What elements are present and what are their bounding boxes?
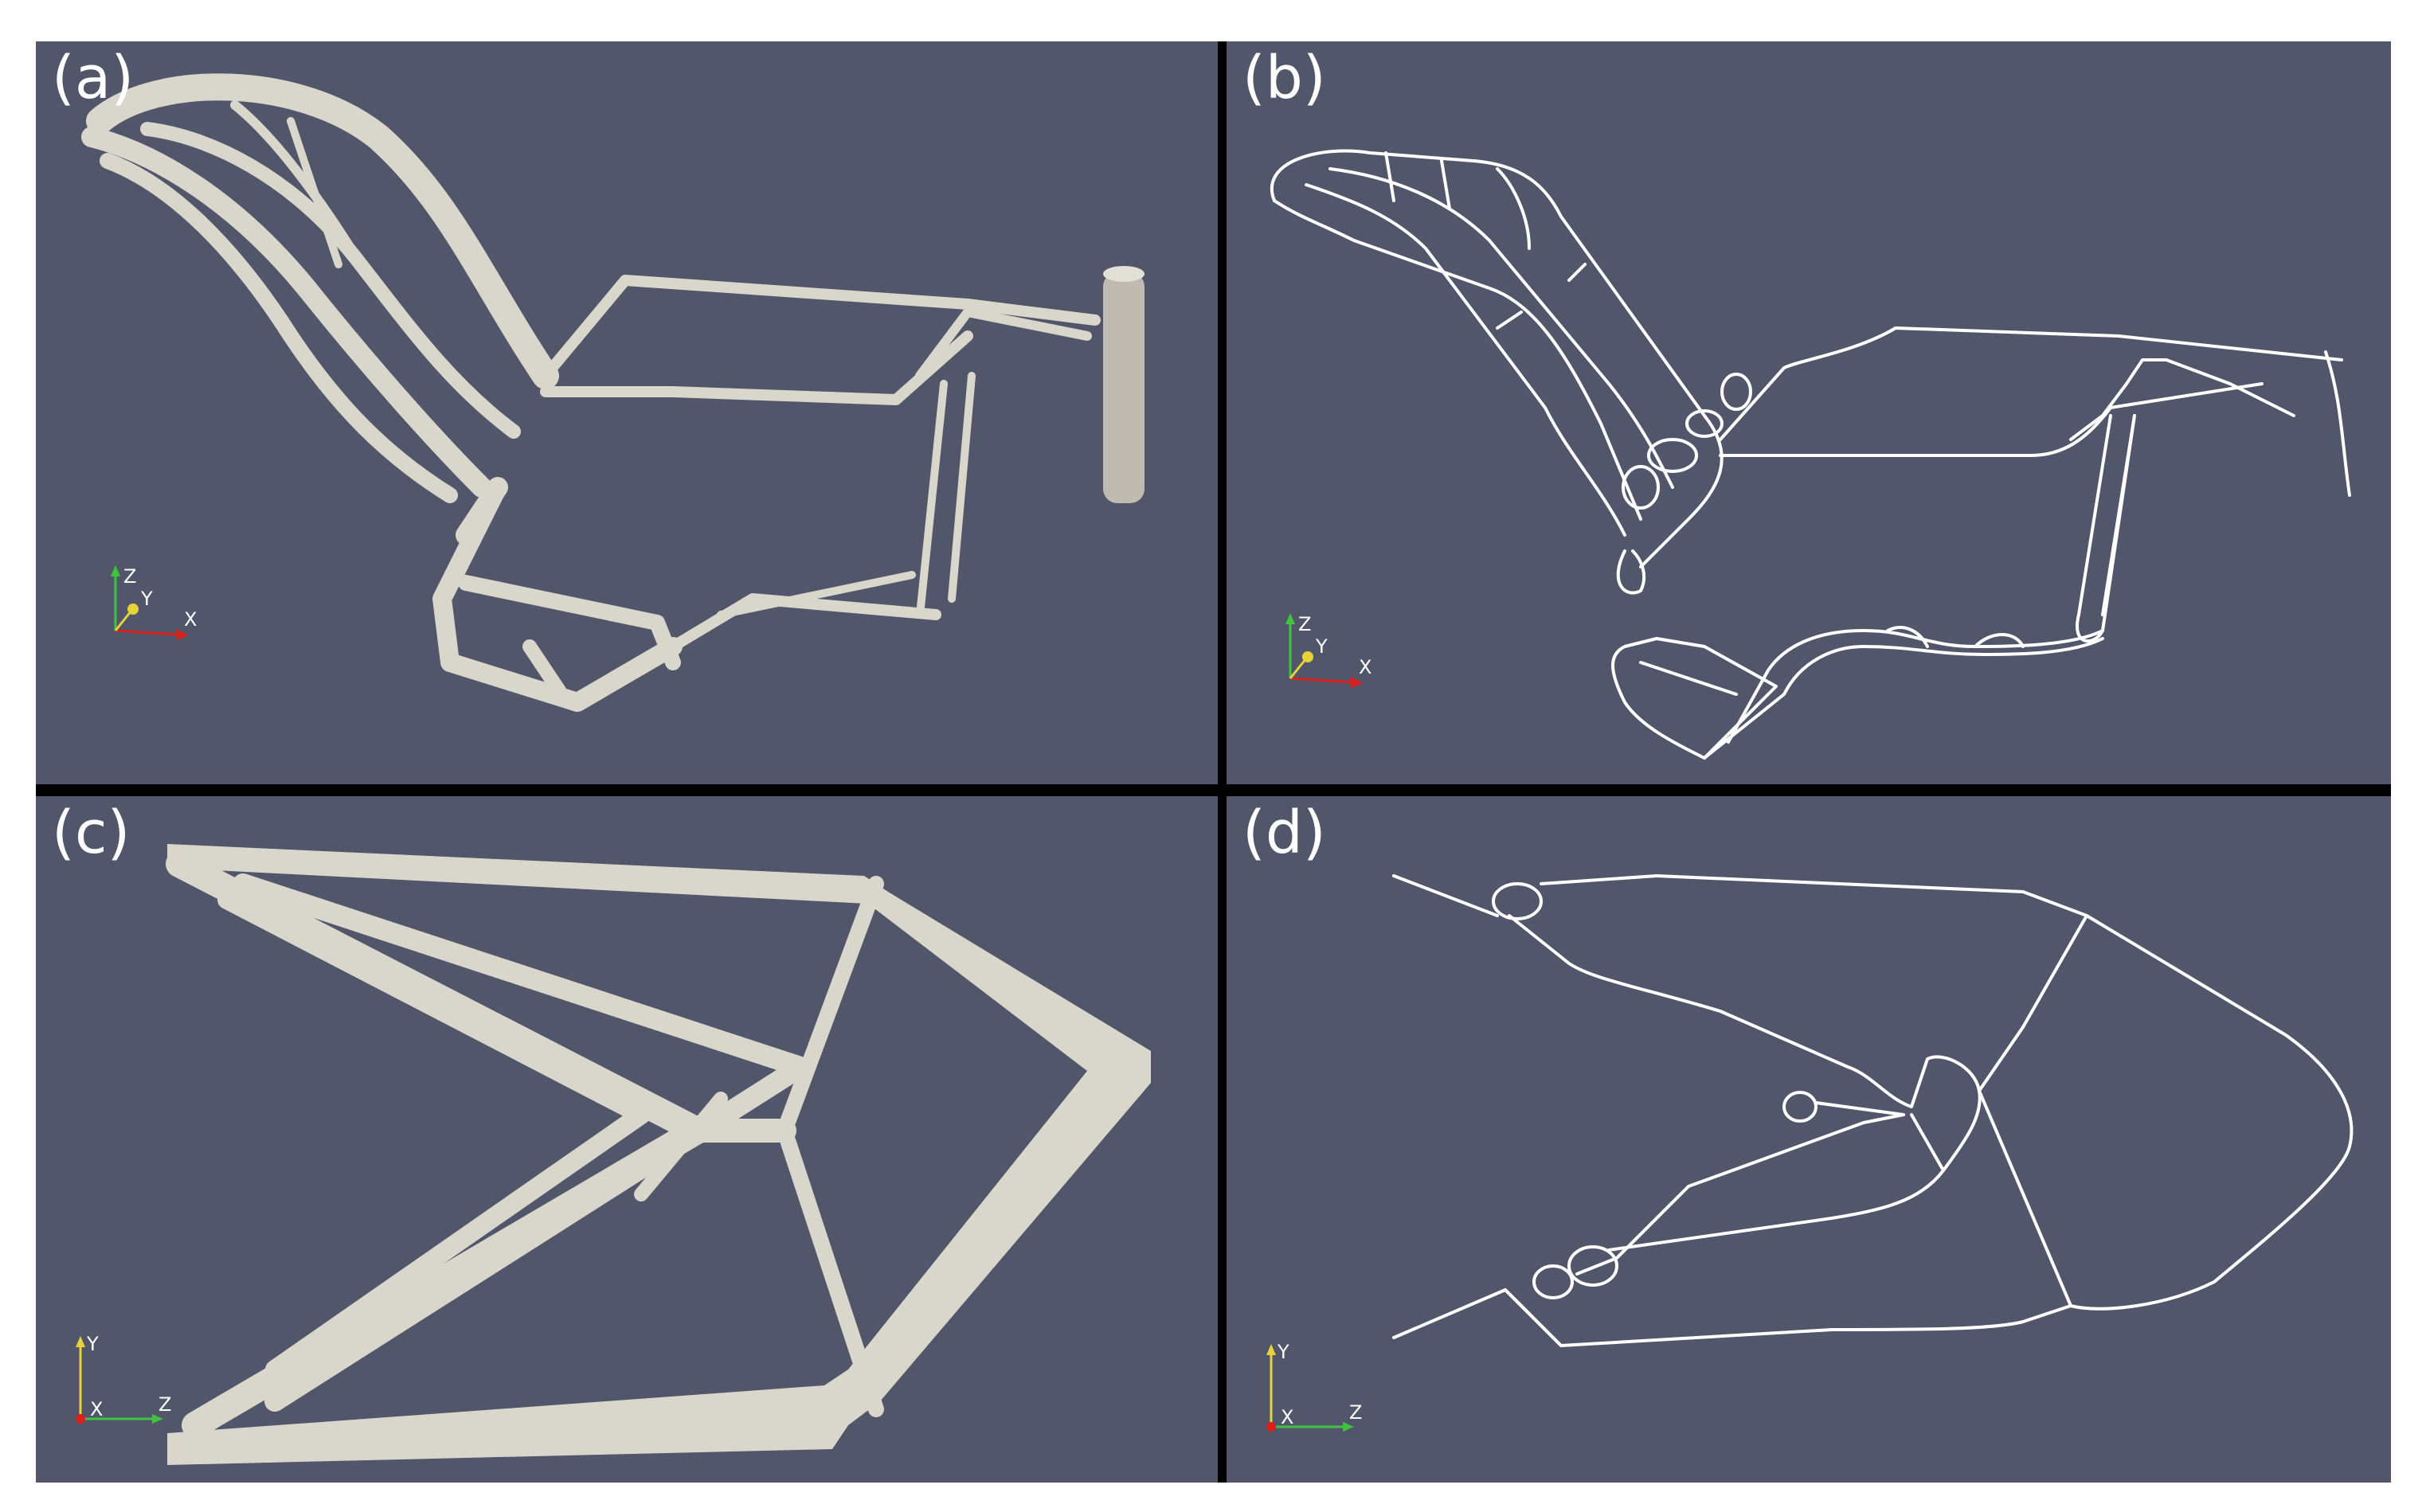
axis-label-z: Z (158, 1393, 171, 1416)
axis-label-y: Y (140, 588, 153, 610)
axis-label-x: X (1281, 1406, 1293, 1428)
cylinder-shape (1103, 272, 1145, 503)
axis-label-z: Z (1298, 613, 1311, 635)
axis-label-z: Z (123, 565, 136, 588)
solid-structure-3d (81, 73, 1145, 712)
solid-structure-2d (166, 844, 1151, 1465)
axis-label-z: Z (1349, 1401, 1362, 1424)
axis-label-y: Y (1277, 1341, 1289, 1363)
panel-label: (d) (1242, 799, 1326, 867)
horizontal-divider (36, 784, 2391, 796)
axes-orientation-icon: Y X Z (1266, 1341, 1362, 1432)
panel-d-2d-skeleton: (d) Y X Z (1227, 796, 2391, 1483)
skeleton-structure-2d (1392, 874, 2354, 1347)
panel-a-3d-solid: (a) Z Y X (36, 41, 1218, 784)
axes-orientation-icon: Y X Z (76, 1333, 171, 1424)
axis-label-x: X (90, 1398, 103, 1420)
panel-label: (a) (52, 44, 135, 112)
axis-label-y: Y (1315, 635, 1328, 658)
panel-label: (c) (52, 799, 131, 867)
axis-label-x: X (1359, 656, 1371, 678)
axes-orientation-icon: Z Y X (1285, 613, 1371, 688)
panel-b-3d-skeleton: (b) Z Y X (1227, 41, 2391, 784)
panel-label: (b) (1242, 44, 1326, 112)
axes-orientation-icon: Z Y X (111, 565, 197, 640)
axis-label-y: Y (86, 1333, 99, 1355)
vertical-divider (1218, 41, 1227, 1483)
skeleton-structure-3d (1270, 149, 2351, 760)
panel-c-2d-solid: (c) Y X Z (36, 796, 1218, 1483)
outer-truss (167, 844, 1151, 1465)
axis-label-x: X (184, 608, 197, 631)
